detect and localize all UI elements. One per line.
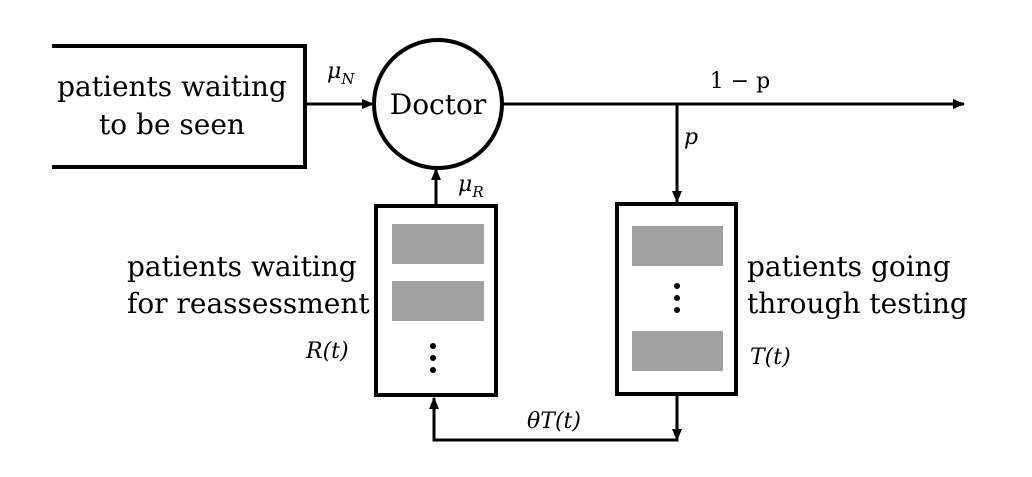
mu-r-label: μR (458, 172, 484, 201)
testing-label-line1: patients going (747, 250, 951, 283)
reassessment-slot (392, 224, 484, 264)
mu-n-label: μN (327, 59, 355, 88)
doctor-label: Doctor (390, 88, 487, 121)
ellipsis-dot (674, 295, 680, 301)
ellipsis-dot (674, 283, 680, 289)
waiting-queue-label-line1: patients waiting (57, 70, 287, 103)
reassessment-state-label: R(t) (305, 339, 349, 364)
one-minus-p-label: 1 − p (710, 69, 771, 94)
reassessment-slot (392, 281, 484, 321)
ellipsis-dot (430, 367, 436, 373)
reassessment-label-line1: patients waiting (127, 250, 357, 283)
p-label: p (684, 125, 698, 150)
testing-slot (632, 331, 723, 371)
testing-label-line2: through testing (747, 287, 968, 320)
reassessment-label-line2: for reassessment (127, 287, 370, 320)
waiting-queue-label-line2: to be seen (99, 108, 245, 141)
ellipsis-dot (430, 343, 436, 349)
waiting-queue-box (52, 44, 307, 169)
testing-slot (632, 226, 723, 266)
testing-state-label: T(t) (750, 345, 791, 370)
ellipsis-dot (430, 355, 436, 361)
theta-t-label: θT(t) (527, 409, 581, 434)
ellipsis-dot (674, 307, 680, 313)
